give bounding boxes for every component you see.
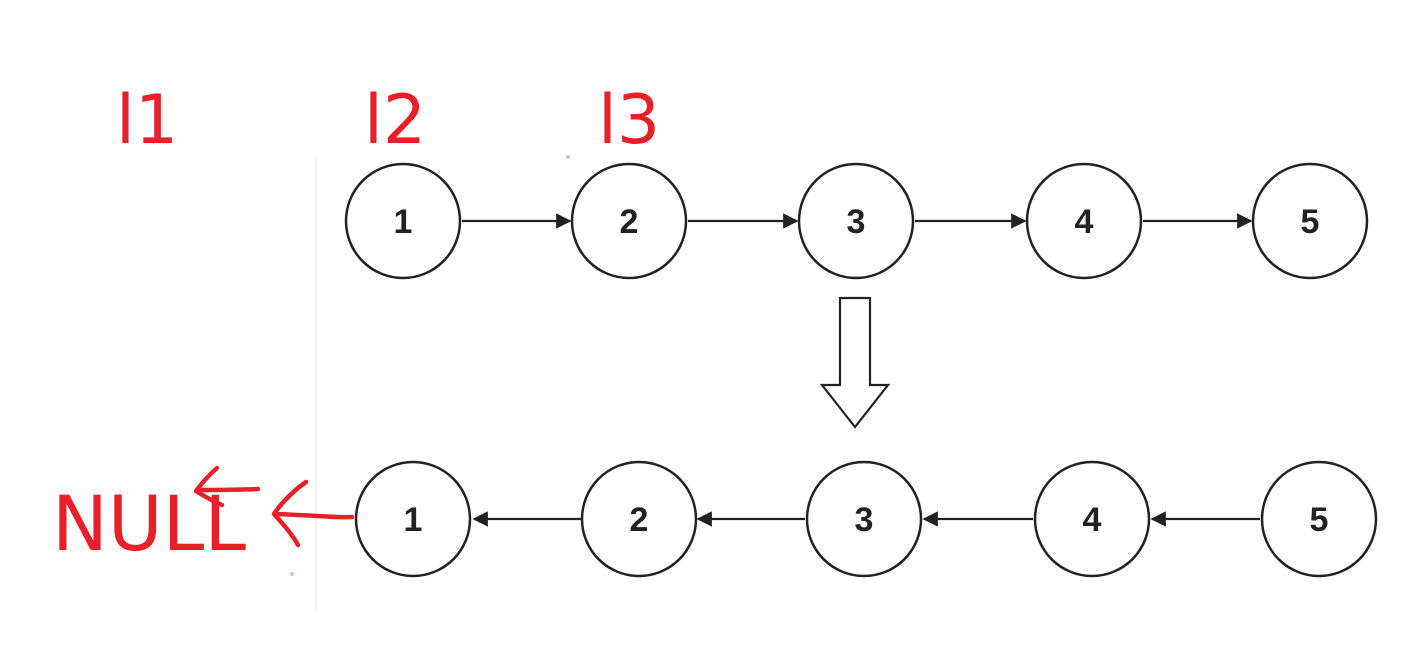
node-circle bbox=[570, 162, 688, 280]
list-node: 5 bbox=[1260, 460, 1378, 578]
node-value: 4 bbox=[1083, 501, 1102, 539]
node-value: 5 bbox=[1301, 203, 1320, 241]
node-value: 1 bbox=[404, 501, 423, 539]
pointer-label-l3: l3 bbox=[598, 81, 660, 160]
list-node: 4 bbox=[1025, 162, 1143, 280]
red-small-arrow-shaft bbox=[195, 486, 261, 493]
list-node: 1 bbox=[344, 162, 462, 280]
original-list: 1 2 3 4 5 bbox=[344, 162, 1369, 280]
node-value: 3 bbox=[847, 203, 866, 241]
null-label: NULL bbox=[52, 479, 246, 568]
pointer-label-l1: l1 bbox=[116, 81, 178, 160]
list-node: 2 bbox=[570, 162, 688, 280]
pointer-label-l2: l2 bbox=[364, 81, 426, 160]
node-circle bbox=[1025, 162, 1143, 280]
node-circle bbox=[1260, 460, 1378, 578]
red-speck bbox=[290, 572, 294, 576]
node-value: 5 bbox=[1310, 501, 1329, 539]
node-value: 2 bbox=[630, 501, 649, 539]
transform-down-arrow-icon bbox=[819, 296, 891, 429]
list-node: 1 bbox=[354, 460, 472, 578]
list-node: 2 bbox=[580, 460, 698, 578]
red-speck bbox=[566, 155, 570, 159]
node-circle bbox=[354, 460, 472, 578]
list-node: 4 bbox=[1033, 460, 1151, 578]
node-circle bbox=[805, 460, 923, 578]
red-arrowhead-icon bbox=[271, 479, 309, 548]
reversed-list: 1 2 3 4 5 bbox=[354, 460, 1378, 578]
red-small-arrowhead-icon bbox=[193, 465, 225, 508]
node-value: 2 bbox=[620, 203, 639, 241]
list-node: 5 bbox=[1251, 162, 1369, 280]
node-circle bbox=[580, 460, 698, 578]
node-circle bbox=[797, 162, 915, 280]
node-circle bbox=[1251, 162, 1369, 280]
red-arrow-shaft bbox=[272, 511, 355, 520]
node-value: 3 bbox=[855, 501, 874, 539]
node-circle bbox=[1033, 460, 1151, 578]
node-circle bbox=[344, 162, 462, 280]
node-value: 1 bbox=[394, 203, 413, 241]
list-node: 3 bbox=[805, 460, 923, 578]
list-node: 3 bbox=[797, 162, 915, 280]
node-value: 4 bbox=[1075, 203, 1094, 241]
